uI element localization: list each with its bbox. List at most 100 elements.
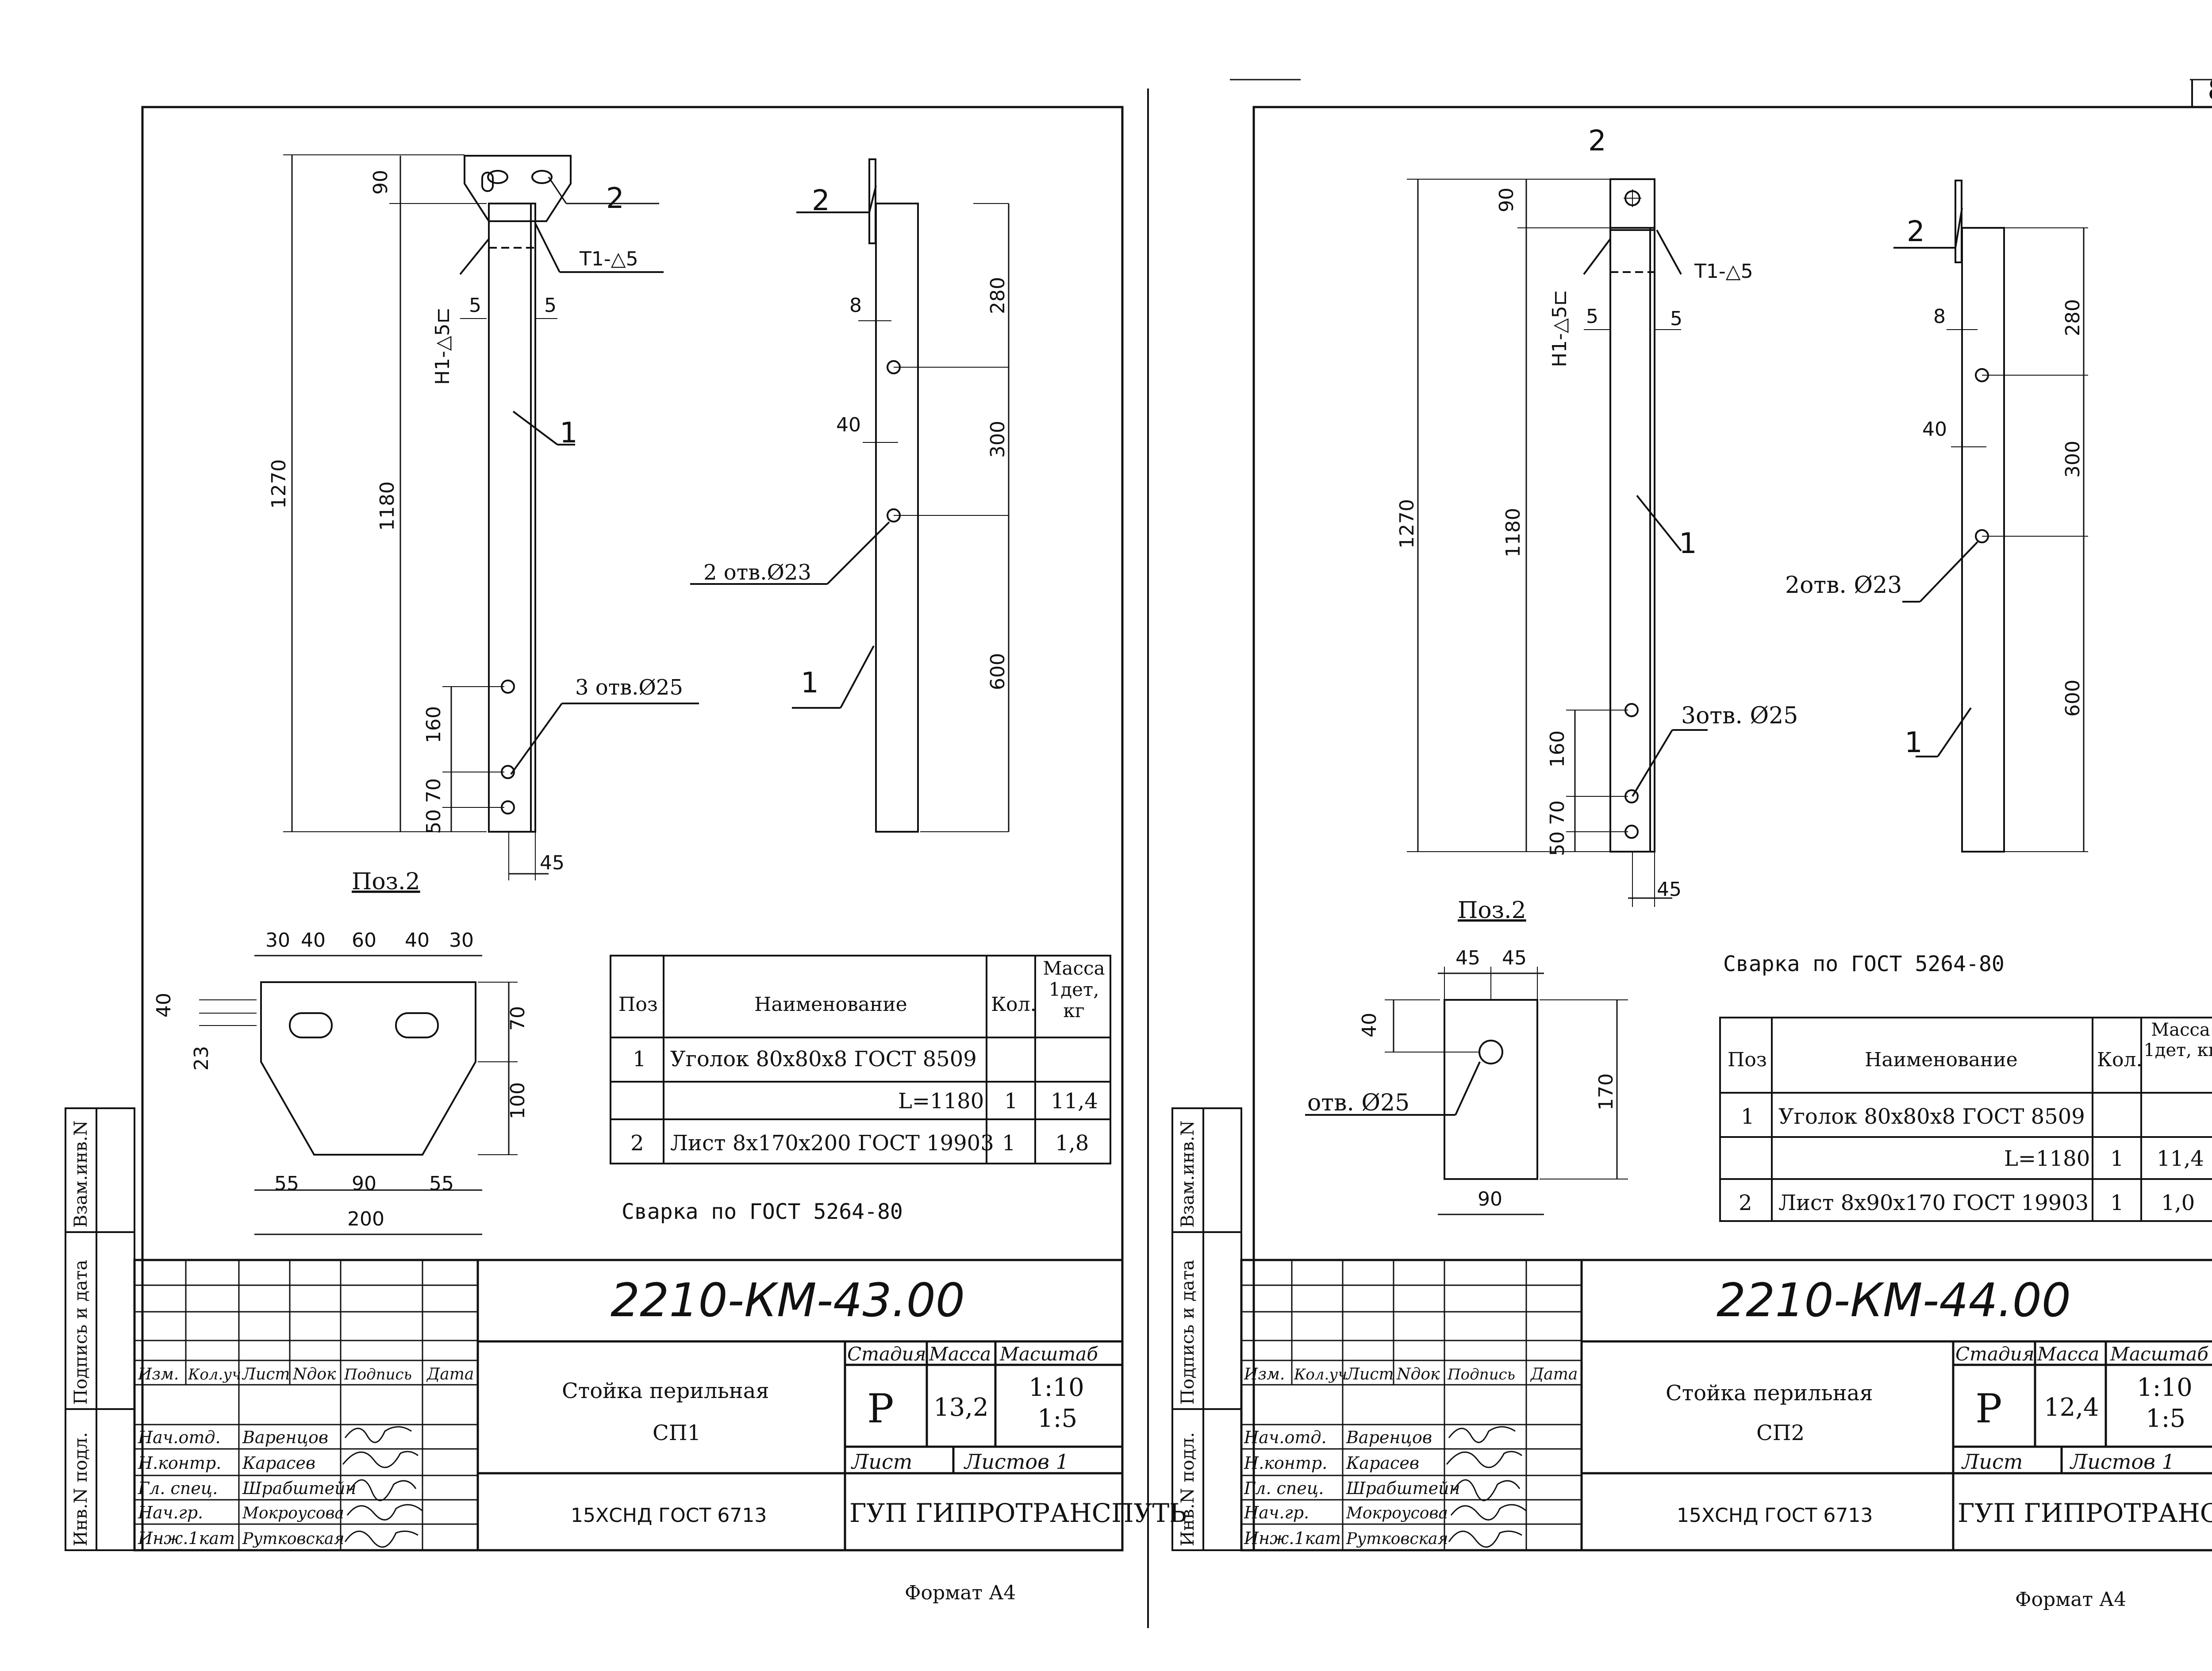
sheets-count: Листов 1 xyxy=(2070,1450,2175,1474)
material: 15ХСНД ГОСТ 6713 xyxy=(1677,1504,1873,1527)
dim-plate: 90 xyxy=(369,170,392,195)
dim-pw-90: 90 xyxy=(352,1172,376,1195)
detail-label: Поз.2 xyxy=(1458,897,1526,924)
pos-1-label-a: 1 xyxy=(560,417,578,449)
title-line-1: Стойка перильная xyxy=(562,1379,769,1403)
dim-slot-23: 23 xyxy=(190,1046,213,1071)
scale-label: Масштаб xyxy=(2110,1343,2208,1365)
mass-label: Масса xyxy=(2037,1343,2099,1365)
rev-header-5: Подпись xyxy=(344,1366,412,1383)
rev-header-6: Дата xyxy=(426,1365,474,1383)
dim-top-30a: 30 xyxy=(265,929,290,952)
page-mark: 8 xyxy=(2208,74,2212,107)
dim-pw-45a: 45 xyxy=(1455,947,1480,969)
dim-top-60: 60 xyxy=(352,929,376,952)
spec-header-mass: Масса 1дет, кг xyxy=(1043,958,1105,1022)
side-stamp-3: Инв.N подл. xyxy=(1178,1432,1198,1546)
mass-label: Масса xyxy=(929,1343,991,1365)
rev-header-1: Изм. xyxy=(1244,1365,1285,1383)
weld-h1-label: H1-△5⊏ xyxy=(431,307,454,385)
sig-name-5: Рутковская xyxy=(242,1530,344,1548)
handwritten-signatures xyxy=(342,1426,423,1548)
sheets-count: Листов 1 xyxy=(964,1450,1069,1474)
dim-pw-45b: 45 xyxy=(1502,947,1527,969)
title-line-2: СП2 xyxy=(1756,1421,1805,1445)
spec-row3-name: Лист 8х90х170 ГОСТ 19903 xyxy=(1778,1191,2089,1215)
sheet-2: Взам.инв.N Подпись и дата Инв.N подл. xyxy=(1171,106,2212,1611)
weld-t1-label: T1-△5 xyxy=(1694,260,1753,283)
sig-role-2: Н.контр. xyxy=(1244,1453,1327,1473)
spec-row2-name: L=1180 xyxy=(898,1089,984,1114)
format-label: Формат А4 xyxy=(2015,1588,2126,1611)
rev-header-3: Лист xyxy=(1345,1365,1394,1383)
sig-role-1: Нач.отд. xyxy=(138,1428,221,1447)
rev-header-4: Nдок xyxy=(292,1365,336,1383)
dim-top-30b: 30 xyxy=(449,929,474,952)
dim-total: 1270 xyxy=(268,459,290,509)
pos-1-label-a: 1 xyxy=(1679,527,1697,560)
dim-pw-55b: 55 xyxy=(429,1172,454,1195)
rev-header-6: Дата xyxy=(1530,1365,1578,1383)
dim-hole-40: 40 xyxy=(1358,1013,1381,1037)
dim-plate: 90 xyxy=(1495,188,1518,212)
title-line-1: Стойка перильная xyxy=(1666,1381,1873,1406)
spec-row3-mass: 1,0 xyxy=(2161,1191,2195,1215)
sig-name-3: Шрабштейн xyxy=(1346,1479,1460,1498)
format-label: Формат А4 xyxy=(905,1582,1016,1604)
spec-row1-name: Уголок 80х80х8 ГОСТ 8509 xyxy=(1778,1104,2085,1129)
sig-name-5: Рутковская xyxy=(1346,1530,1448,1548)
dim-plate-w: 90 xyxy=(1478,1188,1502,1210)
sheet-1-title-block xyxy=(133,1259,1124,1552)
sheet-label: Лист xyxy=(851,1450,912,1474)
handwritten-signatures xyxy=(1446,1426,1527,1548)
side-stamp-1: Взам.инв.N xyxy=(71,1121,91,1228)
stage-value: Р xyxy=(867,1386,894,1432)
title-line-2: СП1 xyxy=(653,1421,701,1445)
spec-row3-qty: 1 xyxy=(2110,1191,2124,1215)
spec-row2-mass: 11,4 xyxy=(1051,1089,1098,1114)
spec-row1-pos: 1 xyxy=(633,1047,646,1072)
dim-pw-55a: 55 xyxy=(274,1172,299,1195)
spec-row2-qty: 1 xyxy=(1004,1089,1018,1114)
dim-off-40: 40 xyxy=(836,414,861,436)
rev-header-2: Кол.уч xyxy=(1294,1366,1347,1383)
sig-name-2: Карасев xyxy=(242,1453,315,1473)
organization: ГУП ГИПРОТРАНСПУТЬ xyxy=(1958,1498,2212,1528)
dim-hole-50: 50 xyxy=(422,809,445,834)
sig-name-4: Мокроусова xyxy=(1346,1504,1448,1522)
pos-2-label-a: 2 xyxy=(606,182,624,215)
sig-role-3: Гл. спец. xyxy=(1244,1479,1324,1498)
pos-1-label-b: 1 xyxy=(801,667,819,699)
mass-value: 12,4 xyxy=(2044,1393,2099,1422)
organization: ГУП ГИПРОТРАНСПУТЬ xyxy=(849,1498,1187,1528)
scale-value-1: 1:10 xyxy=(1029,1373,1084,1402)
scale-value-2: 1:5 xyxy=(1037,1404,1077,1433)
dim-hole-70: 70 xyxy=(422,778,445,803)
sheet-label: Лист xyxy=(1961,1450,2023,1474)
mass-value: 13,2 xyxy=(933,1393,989,1422)
spec-row3-pos: 2 xyxy=(1739,1191,1752,1215)
holes-2-label: 2 отв.Ø23 xyxy=(703,560,811,585)
pos-1-label-b: 1 xyxy=(1905,726,1923,759)
sheet-1-plate-detail xyxy=(199,955,518,1235)
drawing-number: 2210-КМ-43.00 xyxy=(611,1273,965,1327)
spec-row1-name: Уголок 80х80х8 ГОСТ 8509 xyxy=(670,1047,977,1072)
spec-row2-qty: 1 xyxy=(2110,1146,2124,1171)
rev-header-2: Кол.уч xyxy=(188,1366,241,1383)
sheet-2-plate-detail xyxy=(1305,967,1628,1215)
dim-angle: 1180 xyxy=(376,481,399,531)
dim-top-40b: 40 xyxy=(405,929,430,952)
sheet-2-spec-table xyxy=(1719,1017,2212,1222)
rev-header-1: Изм. xyxy=(138,1365,179,1383)
dim-top-40a: 40 xyxy=(301,929,326,952)
dim-weld-5b: 5 xyxy=(1670,307,1682,330)
dim-flange-8: 8 xyxy=(1933,305,1946,328)
sheet-2-side-view xyxy=(1893,180,2088,853)
dim-flange-8: 8 xyxy=(849,294,862,317)
sig-role-5: Инж.1кат xyxy=(138,1529,235,1548)
holes-3-label: 3отв. Ø25 xyxy=(1681,703,1798,729)
dim-hole-gap: 160 xyxy=(1546,730,1569,768)
spec-row3-mass: 1,8 xyxy=(1055,1131,1089,1156)
dim-weld-5a: 5 xyxy=(1586,305,1598,328)
